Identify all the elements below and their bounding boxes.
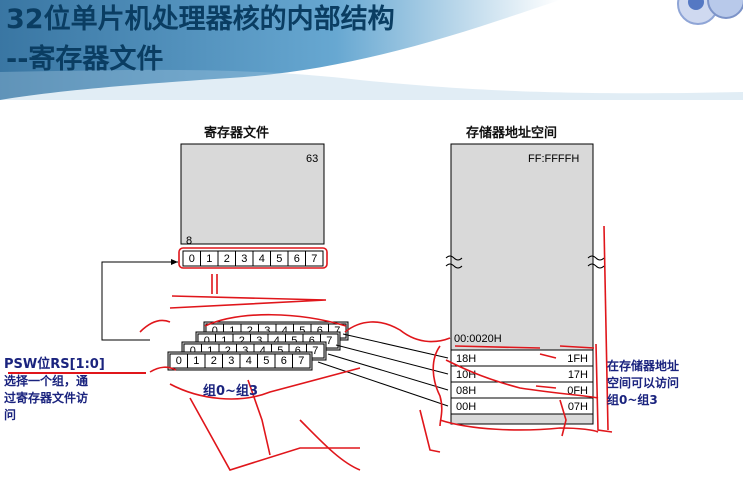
- bank-end-address: 1FH: [567, 353, 588, 365]
- register-index: 4: [259, 253, 265, 265]
- bank-3-index: 6: [281, 355, 287, 367]
- bank-2-index: 0: [190, 345, 196, 357]
- header-band: [0, 0, 743, 100]
- register-cell: [305, 250, 324, 267]
- bank-3-cell: [292, 353, 311, 369]
- bank-2-index: 1: [207, 345, 213, 357]
- memory-note-line2: 空间可以访问: [607, 376, 680, 390]
- memory-note: 在存储器地址 空间可以访问 组0~组3: [607, 358, 679, 409]
- bank-start-address: 10H: [456, 369, 476, 381]
- break-mark-right: [587, 255, 605, 269]
- register-index: 6: [294, 253, 300, 265]
- decorative-orbs: [677, 0, 743, 25]
- register-row-start: 8: [186, 235, 192, 247]
- psw-note: PSW位RS[1:0] 选择一个组，通 过寄存器文件访 问: [4, 356, 105, 424]
- register-index: 1: [206, 253, 212, 265]
- bank-end-address: 07H: [568, 401, 588, 413]
- memory-space-heading: 存储器地址空间: [466, 126, 558, 141]
- bank-2-index: 7: [312, 345, 318, 357]
- bank-3-index: 3: [228, 355, 234, 367]
- register-index: 0: [189, 253, 195, 265]
- psw-note-line3: 过寄存器文件访: [4, 391, 89, 405]
- bank-0-index: 1: [229, 325, 235, 337]
- bank-1-index: 6: [309, 335, 315, 347]
- bank-1-index: 3: [256, 335, 262, 347]
- page-title: 32位单片机处理器核的内部结构: [6, 4, 395, 35]
- bank-0-index: 5: [299, 325, 305, 337]
- bank-end-address: 17H: [568, 369, 588, 381]
- bank-0-index: 7: [334, 325, 340, 337]
- bank-3-index: 1: [193, 355, 199, 367]
- bank-0-index: 3: [264, 325, 270, 337]
- bank-0-index: 2: [247, 325, 253, 337]
- psw-underline: [8, 372, 146, 374]
- mapping-lines: [317, 333, 449, 407]
- register-top-index: 63: [306, 153, 318, 165]
- bank-1-index: 2: [239, 335, 245, 347]
- register-index: 3: [241, 253, 247, 265]
- memory-bank-row: [450, 397, 594, 415]
- red-annotations: [139, 225, 613, 471]
- register-index: 2: [224, 253, 230, 265]
- bank-1-index: 4: [274, 335, 280, 347]
- bank-2-index: 6: [295, 345, 301, 357]
- bank-start-address: 18H: [456, 353, 476, 365]
- break-mark-left: [445, 255, 463, 269]
- register-index: 7: [311, 253, 317, 265]
- register-index: 5: [276, 253, 282, 265]
- bank-2-index: 5: [277, 345, 283, 357]
- bank-3-index: 4: [246, 355, 252, 367]
- bank-2-index: 2: [225, 345, 231, 357]
- bank-3-index: 2: [211, 355, 217, 367]
- psw-select-arrow: [101, 261, 178, 341]
- memory-note-line3: 组0~组3: [607, 393, 658, 407]
- bank-stack-label: 组0~组3: [203, 384, 258, 399]
- bank-3-index: 7: [298, 355, 304, 367]
- bank-start-address: 08H: [456, 385, 476, 397]
- register-file-heading: 寄存器文件: [204, 126, 270, 141]
- bank-1-index: 0: [204, 335, 210, 347]
- bank-1-index: 5: [291, 335, 297, 347]
- page-subtitle: --寄存器文件: [6, 44, 164, 75]
- bank-1-index: 1: [221, 335, 227, 347]
- bank-2-index: 4: [260, 345, 266, 357]
- psw-note-line2: 选择一个组，通: [4, 374, 89, 388]
- register-file-box: [180, 143, 325, 245]
- bank-3-index: 0: [176, 355, 182, 367]
- bank-0-index: 6: [317, 325, 323, 337]
- arrow-head: [171, 259, 178, 265]
- memory-mid-address: 00:0020H: [454, 333, 502, 345]
- bank-0-index: 4: [282, 325, 288, 337]
- bank-start-address: 00H: [456, 401, 476, 413]
- psw-note-line1: PSW位RS[1:0]: [4, 357, 105, 372]
- bank-2-index: 3: [242, 345, 248, 357]
- memory-note-line1: 在存储器地址: [607, 359, 680, 373]
- bank-1-index: 7: [326, 335, 332, 347]
- bank-0-index: 0: [212, 325, 218, 337]
- bank-3-index: 5: [263, 355, 269, 367]
- memory-top-address: FF:FFFFH: [528, 153, 579, 165]
- psw-note-line4: 问: [4, 408, 17, 422]
